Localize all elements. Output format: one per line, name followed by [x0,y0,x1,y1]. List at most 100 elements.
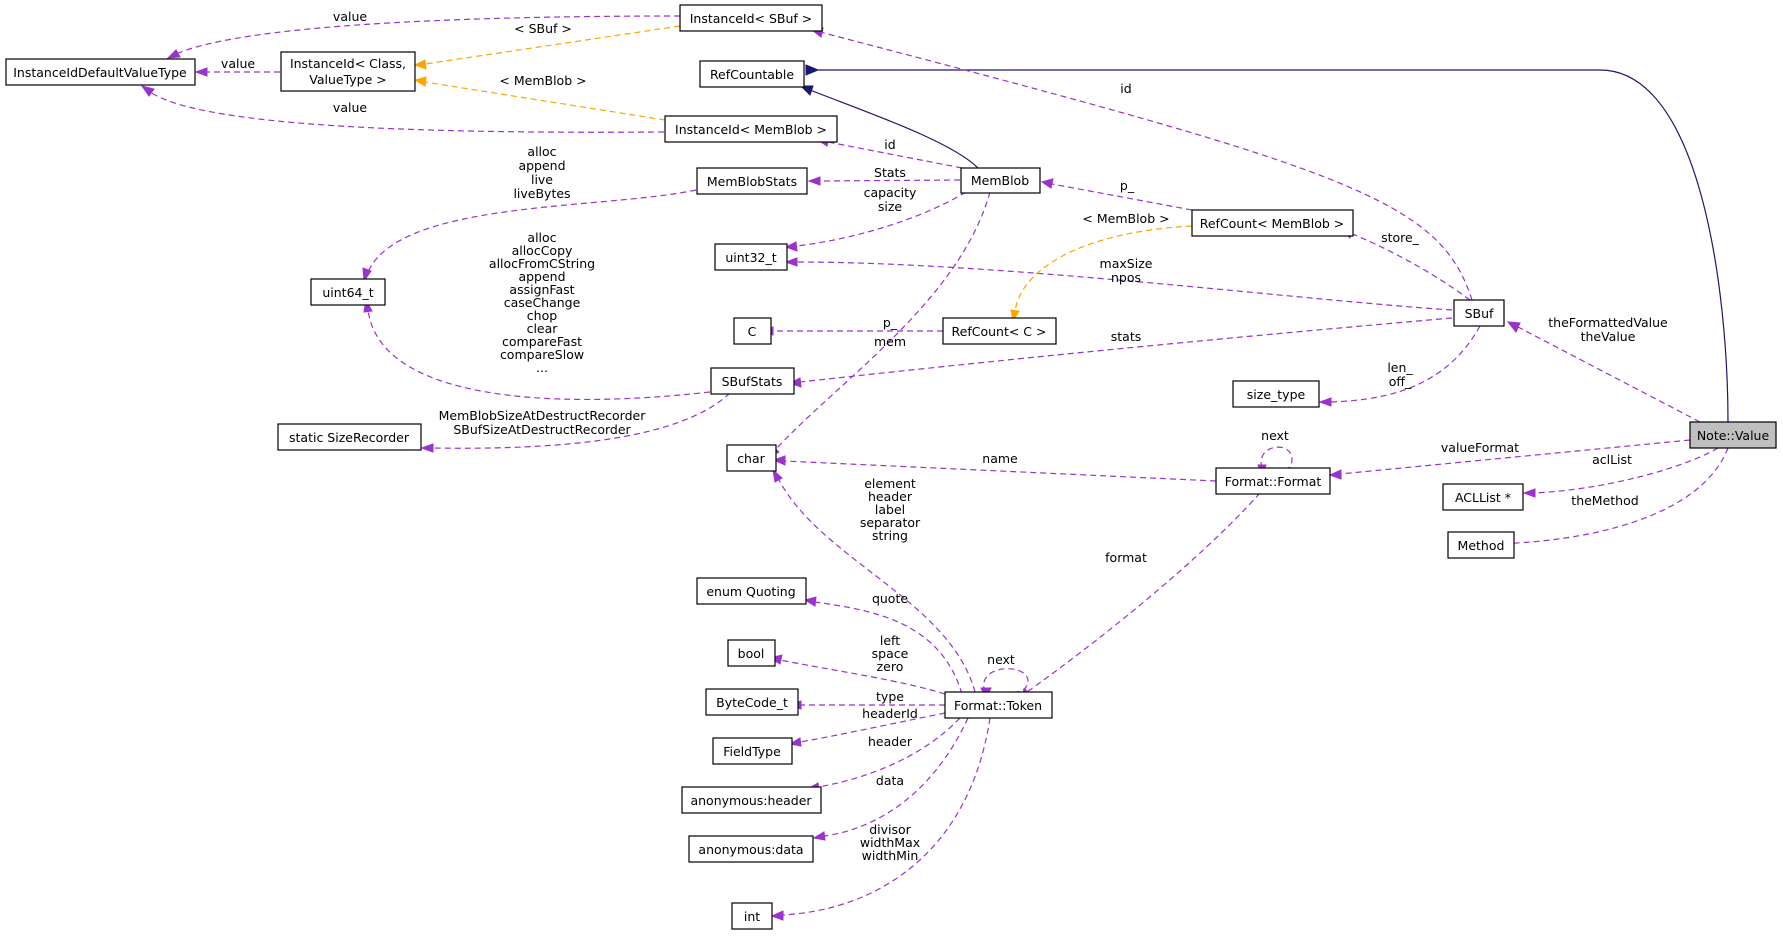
edge-label: id [1120,81,1131,96]
node-enum-quoting[interactable]: enum Quoting [696,577,807,605]
edge-label: Stats [874,165,906,180]
edge-label: format [1105,550,1147,565]
node-instanceid-sbuf[interactable]: InstanceId< SBuf > [679,4,823,32]
edge-name: name [772,451,1217,482]
edge-label: next [987,652,1015,667]
svg-text:ByteCode_t: ByteCode_t [716,695,788,710]
edge-value-sbuf: value [166,9,681,59]
edge-store: store_ [1340,228,1471,301]
edge-label: store_ [1381,230,1420,245]
svg-text:InstanceId< Class,: InstanceId< Class, [290,56,406,71]
edge-label: value [333,9,367,24]
edge-label: name [982,451,1018,466]
svg-text:enum Quoting: enum Quoting [706,584,795,599]
svg-text:int: int [744,909,760,924]
edge-valueformat: valueFormat [1328,439,1691,480]
node-uint64[interactable]: uint64_t [310,278,386,306]
svg-text:Method: Method [1458,538,1505,553]
svg-text:FieldType: FieldType [723,744,781,759]
node-refcountable[interactable]: RefCountable [699,60,805,88]
node-bytecode[interactable]: ByteCode_t [705,688,799,716]
svg-text:SBufStats: SBufStats [722,374,783,389]
node-instanceid-memblob[interactable]: InstanceId< MemBlob > [664,115,838,143]
node-anon-header[interactable]: anonymous:header [681,786,822,814]
node-size-type[interactable]: size_type [1232,380,1320,408]
node-note-value[interactable]: Note::Value [1689,421,1777,449]
svg-text:C: C [748,324,757,339]
edge-tmpl-memblob: < MemBlob > [413,73,666,121]
node-memblob[interactable]: MemBlob [960,167,1041,194]
node-acllist[interactable]: ACLList * [1442,483,1524,511]
svg-text:uint64_t: uint64_t [322,285,373,300]
edge-id-memblob: id [816,136,963,169]
node-int[interactable]: int [731,902,773,930]
edge-stats: stats [788,317,1453,388]
node-anon-data[interactable]: anonymous:data [688,835,814,863]
edge-tmpl-memblob2: < MemBlob > [1010,211,1193,323]
edge-value-class: value [194,56,280,77]
edge-label: id [884,137,895,152]
edge-label: valueFormat [1441,440,1519,455]
node-c[interactable]: C [733,317,772,345]
svg-text:MemBlob: MemBlob [971,173,1029,188]
svg-text:InstanceId< MemBlob >: InstanceId< MemBlob > [675,122,827,137]
edge-label: value [333,100,367,115]
node-sbuf[interactable]: SBuf [1453,299,1505,327]
edge-label: len_off_ [1387,360,1413,389]
node-static-sizerecorder[interactable]: static SizeRecorder [277,423,422,451]
node-sbufstats[interactable]: SBufStats [710,367,795,395]
edge-acllist: aclList [1522,447,1719,498]
edge-label: type [876,689,904,704]
node-method[interactable]: Method [1447,531,1515,559]
svg-text:Note::Value: Note::Value [1697,428,1770,443]
node-bool[interactable]: bool [727,639,776,667]
svg-text:ValueType >: ValueType > [309,72,386,87]
edge-tmpl-sbuf: < SBuf > [413,21,681,70]
edge-label: < MemBlob > [1082,211,1169,226]
svg-text:ACLList *: ACLList * [1455,490,1511,505]
edge-label: stats [1111,329,1142,344]
edge-label: header [868,734,913,749]
node-format-token[interactable]: Format::Token [944,691,1053,719]
svg-text:RefCount< C >: RefCount< C > [952,324,1047,339]
svg-text:SBuf: SBuf [1465,306,1494,321]
node-fieldtype[interactable]: FieldType [712,737,793,765]
svg-text:uint32_t: uint32_t [725,250,776,265]
edge-label: headerId [862,706,918,721]
node-refcount-memblob[interactable]: RefCount< MemBlob > [1191,209,1354,237]
node-instanceid-class[interactable]: InstanceId< Class, ValueType > [280,51,416,92]
edge-label: quote [872,591,908,606]
node-char[interactable]: char [726,444,777,472]
node-uint32[interactable]: uint32_t [714,243,788,271]
node-format-format[interactable]: Format::Format [1215,467,1331,495]
edge-len-off: len_off_ [1318,325,1481,407]
svg-text:char: char [737,451,765,466]
node-refcount-c[interactable]: RefCount< C > [942,317,1057,345]
edge-label: p_ [883,315,898,330]
node-instanceid-default[interactable]: InstanceIdDefaultValueType [5,58,196,86]
svg-text:Format::Format: Format::Format [1225,474,1322,489]
edge-inherit-memblob-refcountable [799,85,979,169]
edge-token-next: next [980,652,1029,700]
svg-text:bool: bool [738,646,765,661]
edge-label: value [221,56,255,71]
node-memblobstats[interactable]: MemBlobStats [696,167,808,195]
edge-label: theMethod [1571,493,1638,508]
edge-label: < SBuf > [514,21,572,36]
edge-label: data [876,773,904,788]
edge-label: mem [874,334,906,349]
